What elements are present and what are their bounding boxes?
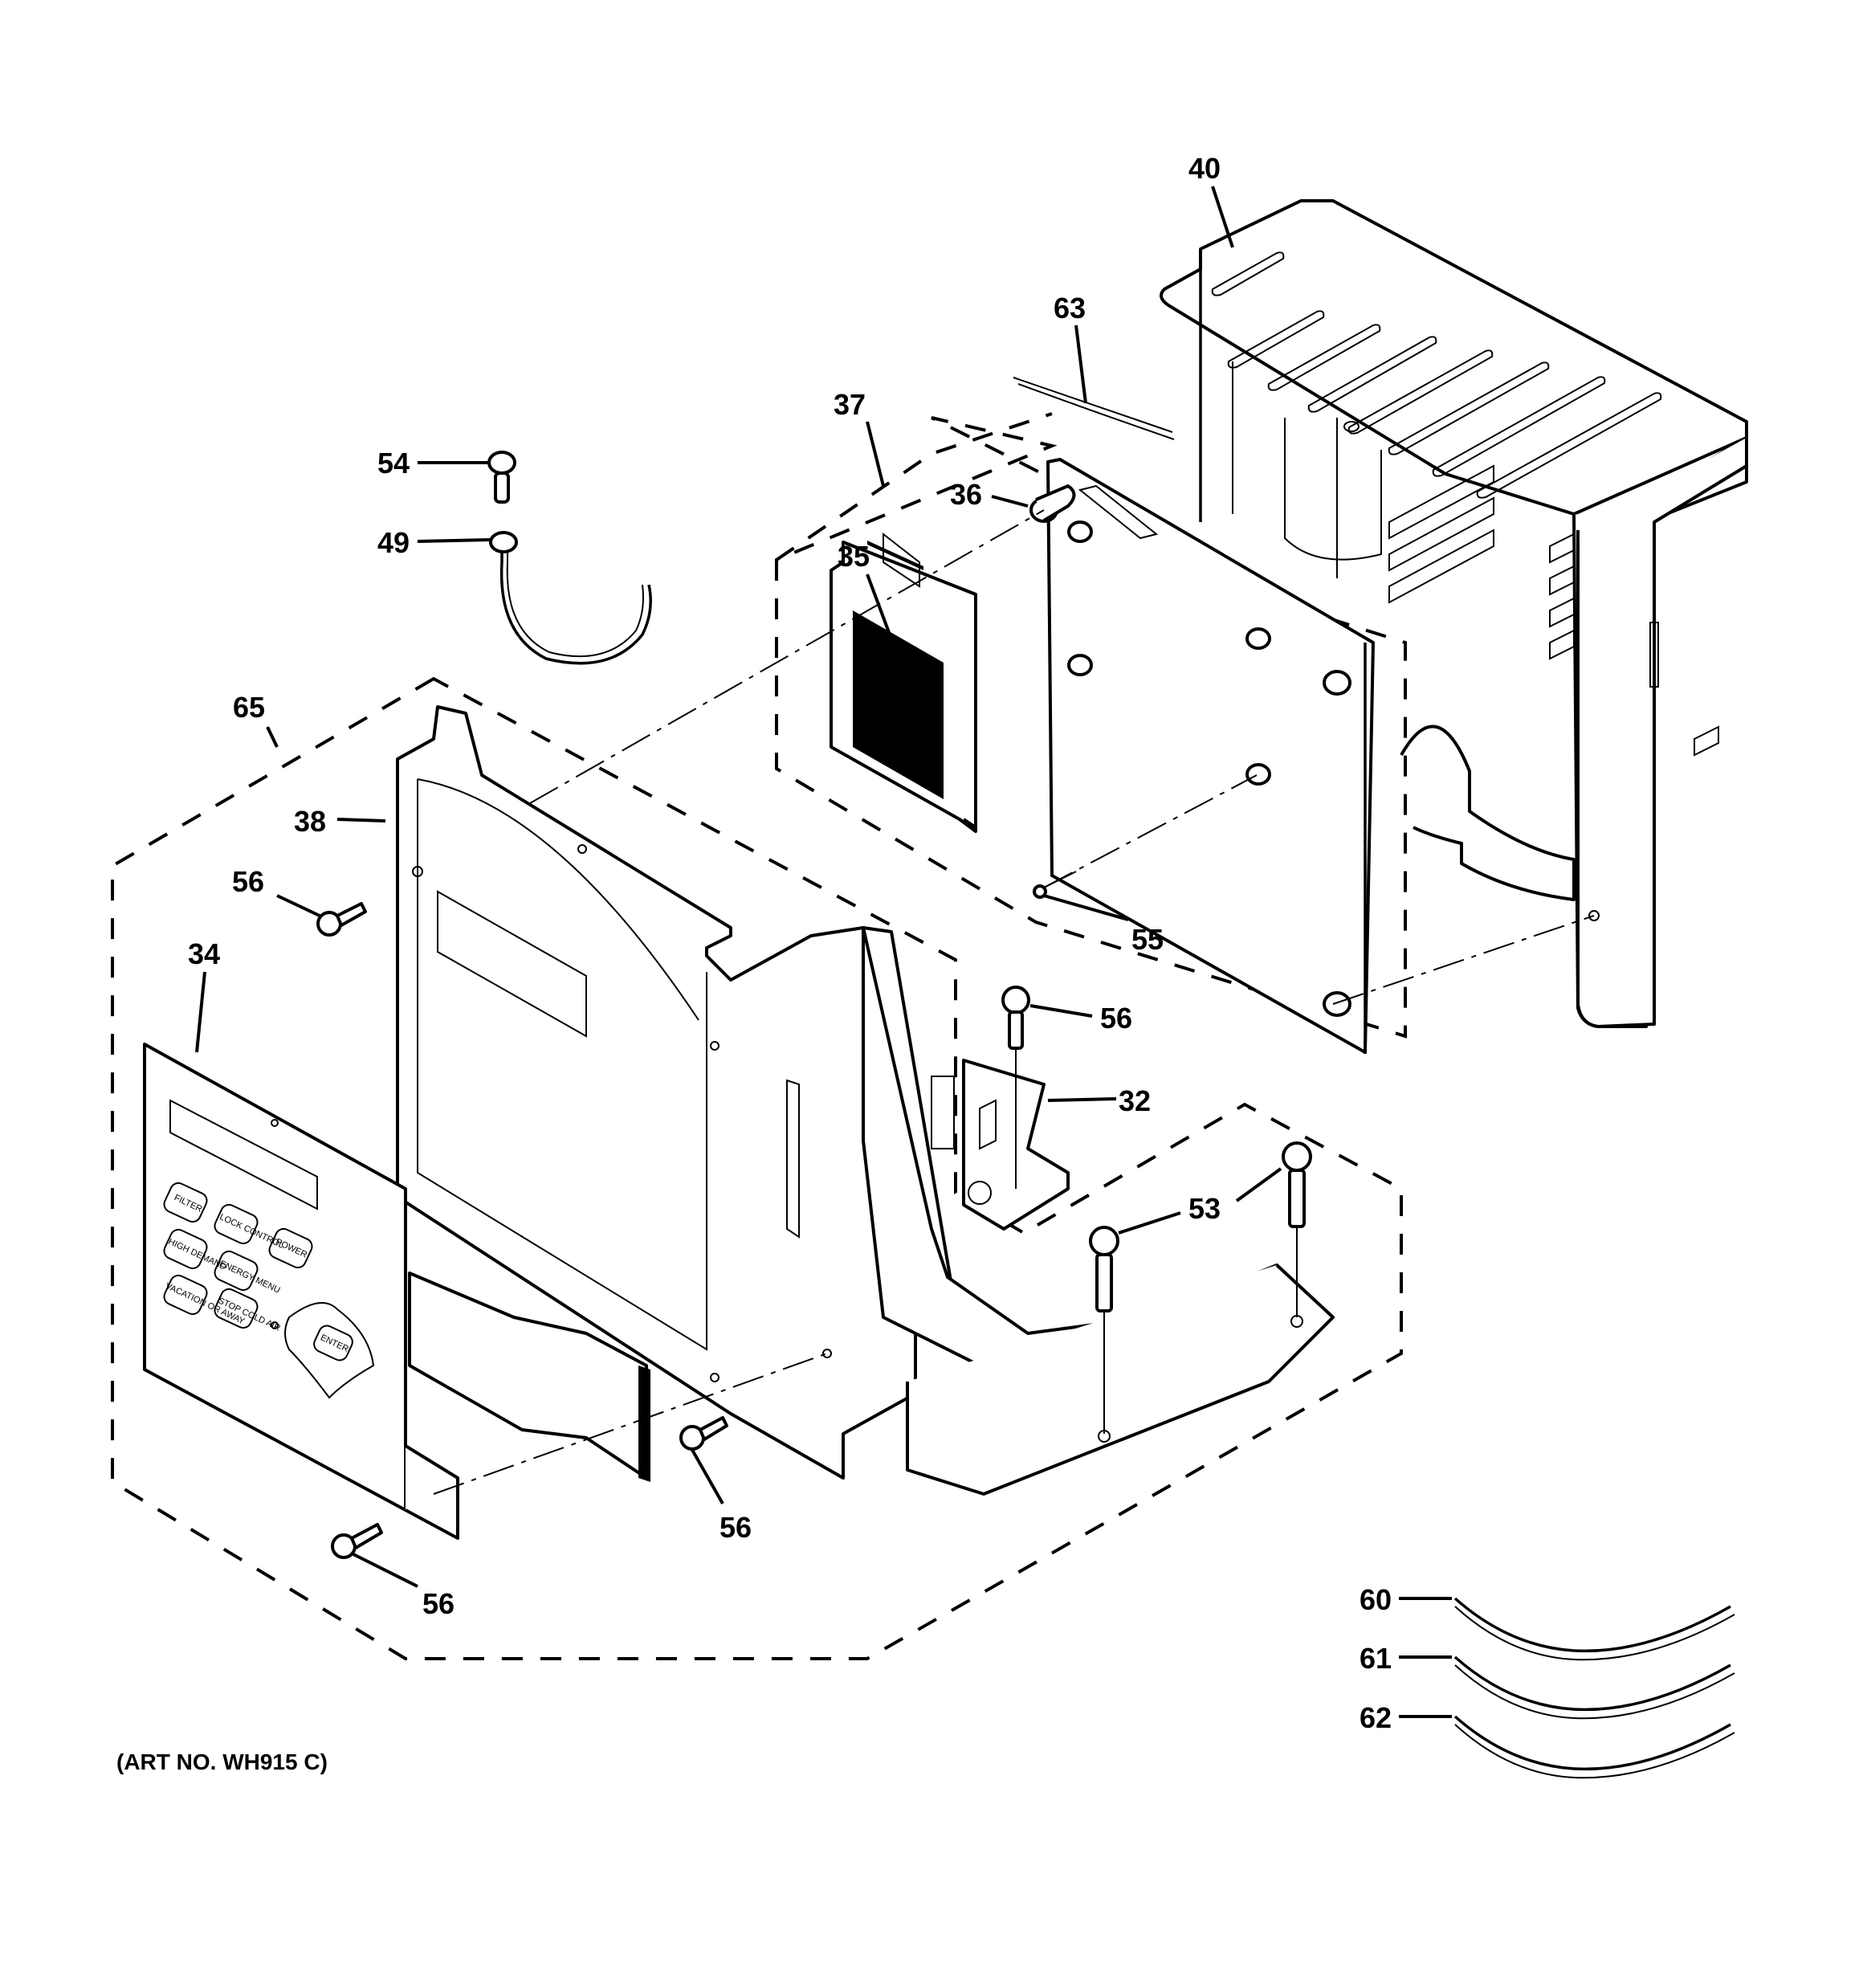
callout-65: 65 [233, 691, 265, 724]
callout-53: 53 [1188, 1192, 1221, 1225]
part-40-housing [1160, 199, 1748, 1028]
part-53-screws [1089, 1141, 1312, 1434]
part-61-wire [1453, 1655, 1735, 1720]
group-37-boundary [775, 416, 1407, 1039]
callout-34: 34 [188, 937, 220, 970]
callout-32: 32 [1119, 1084, 1151, 1117]
callout-56-c: 56 [720, 1511, 752, 1544]
callout-63: 63 [1054, 292, 1086, 325]
callout-62: 62 [1360, 1701, 1392, 1734]
part-32-power-board [931, 1059, 1070, 1231]
part-56-screw-d [331, 1523, 383, 1559]
callout-60: 60 [1360, 1583, 1392, 1616]
callout-56-b: 56 [1100, 1002, 1132, 1035]
callout-55: 55 [1131, 923, 1164, 956]
leader-lines [195, 186, 1452, 1718]
callout-36: 36 [950, 478, 982, 511]
part-54-hex-screw [487, 451, 516, 504]
part-35-lcd-module [830, 532, 977, 833]
callout-61: 61 [1360, 1642, 1392, 1675]
side-vent-slots [1388, 464, 1719, 757]
callout-38: 38 [294, 805, 326, 838]
ribbon-cable [408, 1272, 650, 1482]
part-63-wire [1013, 377, 1175, 440]
part-37-control-board [1029, 458, 1375, 1054]
callout-54: 54 [377, 447, 410, 480]
callout-40: 40 [1188, 152, 1221, 185]
lcd-connector-pins [867, 541, 923, 570]
part-34-keypad-panel: FILTER LOCK CONTROL HIGH DEMAND POWER EN… [143, 1043, 459, 1540]
callout-35: 35 [838, 540, 870, 573]
part-56-screw-b [1001, 986, 1030, 1189]
part-62-wire [1453, 1715, 1735, 1779]
callout-56-d: 56 [422, 1587, 455, 1620]
part-49-ground-wire [489, 531, 652, 665]
callout-49: 49 [377, 526, 410, 559]
art-number: (ART NO. WH915 C) [116, 1749, 328, 1774]
group-65-boundary [111, 676, 1403, 1660]
callout-56-a: 56 [232, 865, 264, 898]
callout-labels: 40 63 37 36 35 54 49 65 38 56 34 55 56 3… [188, 152, 1392, 1734]
part-38-control-housing [396, 705, 1335, 1496]
part-56-screw-c [679, 1416, 728, 1451]
part-56-screw-a [316, 902, 367, 937]
top-vent-slots [1211, 251, 1662, 499]
callout-37: 37 [834, 388, 866, 421]
part-60-wire [1453, 1597, 1735, 1661]
